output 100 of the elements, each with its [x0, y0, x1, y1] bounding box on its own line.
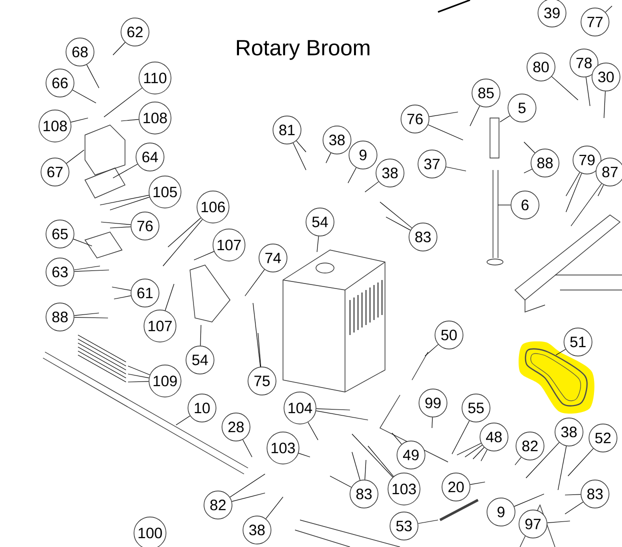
callout-number: 38: [322, 126, 352, 154]
callout-number: 63: [46, 258, 74, 286]
leader-line: [386, 216, 411, 230]
leader-line: [424, 344, 438, 356]
leader-line: [168, 218, 202, 248]
callout-number: 37: [418, 150, 446, 178]
callout-number: 30: [592, 62, 620, 92]
callout-number: 38: [376, 158, 404, 188]
leader-line: [74, 317, 108, 318]
callout-number: 79: [572, 146, 602, 174]
callout-number: 67: [40, 158, 70, 186]
leader-line: [72, 90, 96, 104]
callout-number: 68: [66, 38, 94, 66]
callout-number: 108: [38, 110, 72, 142]
leader-line: [164, 284, 174, 311]
callout-number: 81: [272, 116, 302, 144]
callout-number: 100: [134, 516, 166, 547]
leader-line: [128, 381, 149, 382]
callout-number: 66: [46, 68, 74, 98]
leader-line: [364, 460, 366, 480]
callout-number: 83: [350, 480, 378, 508]
leader-line: [316, 236, 319, 252]
leader-line: [112, 42, 126, 56]
callout-number: 108: [138, 102, 172, 134]
leader-line: [547, 520, 570, 524]
callout-number: 54: [186, 346, 214, 374]
leader-line: [112, 286, 132, 291]
leader-line: [566, 172, 580, 196]
leader-line: [432, 417, 433, 428]
callout-number: 82: [204, 490, 232, 520]
callout-number: 110: [138, 62, 172, 94]
leader-line: [100, 194, 150, 206]
leader-line: [551, 76, 578, 100]
leader-line: [242, 439, 252, 458]
leader-line: [74, 270, 110, 272]
leader-line: [368, 446, 394, 477]
callout-number: 76: [400, 104, 430, 134]
leader-line: [556, 349, 566, 356]
leader-line: [500, 115, 510, 122]
leader-line: [308, 422, 318, 440]
leader-line: [392, 432, 402, 444]
leader-line: [446, 166, 466, 172]
leader-line: [464, 444, 482, 458]
callout-number: 38: [242, 516, 272, 544]
leader-line: [258, 332, 262, 367]
leader-line: [230, 474, 266, 498]
callout-number: 5: [508, 94, 536, 122]
callout-number: 88: [530, 148, 560, 178]
leader-line: [120, 119, 140, 122]
leader-line: [514, 456, 522, 466]
callout-number: 87: [596, 158, 622, 186]
callout-number: 55: [462, 394, 490, 422]
leader-line: [498, 204, 511, 206]
leader-line: [566, 173, 582, 212]
leader-line: [418, 520, 438, 524]
leader-line: [564, 502, 584, 514]
leader-line: [330, 476, 352, 488]
callout-number: 20: [442, 472, 470, 502]
callout-number: 53: [390, 512, 418, 540]
leader-line: [568, 448, 594, 476]
callout-number: 49: [396, 440, 426, 470]
callout-number: 62: [120, 18, 150, 46]
leader-line: [428, 124, 464, 140]
leader-line: [472, 447, 484, 460]
leader-line: [352, 452, 360, 480]
callout-number: 9: [486, 498, 516, 526]
leader-line: [586, 76, 590, 106]
callout-number: 99: [418, 388, 448, 418]
callout-number: 85: [472, 78, 500, 108]
leader-line: [564, 494, 581, 496]
leader-line: [114, 295, 132, 300]
leader-line: [598, 184, 604, 196]
callout-number: 77: [580, 8, 610, 36]
leader-line: [316, 410, 368, 420]
callout-number: 75: [248, 366, 276, 396]
leader-line: [570, 183, 602, 226]
leader-line: [86, 64, 100, 88]
leader-line: [128, 366, 150, 376]
callout-number: 28: [222, 412, 250, 442]
callout-number: 103: [388, 472, 420, 506]
leader-line: [104, 88, 142, 118]
leader-line: [266, 496, 284, 520]
callout-number: 6: [510, 190, 540, 220]
callout-number: 54: [306, 208, 334, 236]
callout-number: 65: [46, 220, 74, 248]
callout-number: 51: [564, 328, 592, 356]
leader-line: [352, 434, 394, 478]
leader-line: [524, 142, 536, 154]
leader-line: [232, 492, 266, 502]
leader-line: [524, 168, 532, 174]
callout-number: 50: [434, 320, 464, 350]
callout-number: 83: [580, 480, 610, 508]
callout-number: 104: [284, 392, 316, 424]
leader-line: [348, 167, 357, 184]
leader-line: [200, 324, 202, 346]
callout-number: 103: [266, 432, 300, 464]
callout-number: 109: [148, 364, 182, 398]
callout-number: 97: [518, 510, 548, 538]
callout-number: 38: [554, 418, 584, 446]
leader-line: [364, 181, 379, 192]
